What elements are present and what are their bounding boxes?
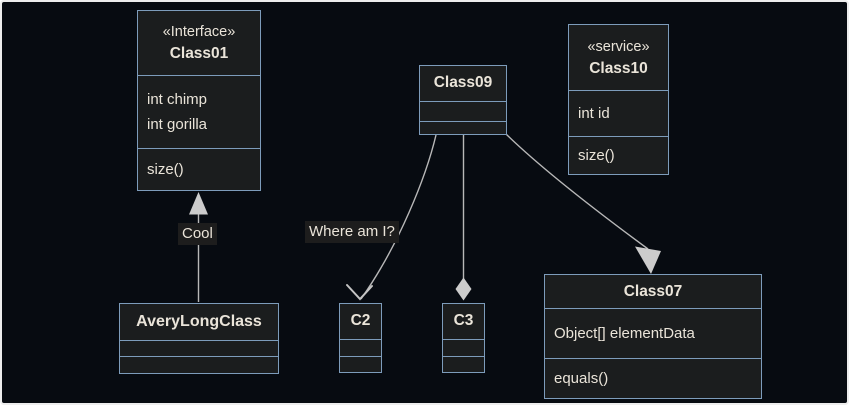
open-arrowhead-icon	[346, 284, 373, 301]
inheritance-arrowhead-icon	[189, 192, 208, 215]
class-node-c2: C2	[339, 303, 382, 373]
method: equals()	[554, 369, 609, 387]
averylongclass-header: AveryLongClass	[120, 304, 278, 340]
c3-name: C3	[453, 312, 474, 330]
class-node-c3: C3	[442, 303, 485, 373]
class10-attributes: int id	[569, 90, 668, 135]
class-node-class01: «Interface» Class01 int chimp int gorill…	[137, 10, 261, 191]
attribute: Object[] elementData	[554, 325, 695, 343]
class10-name: Class10	[589, 59, 648, 77]
class01-methods: size()	[138, 148, 260, 190]
class09-attributes	[420, 100, 506, 121]
c2-methods	[340, 356, 381, 372]
c2-header: C2	[340, 304, 381, 339]
c3-attributes	[443, 338, 484, 357]
attribute: int chimp	[147, 91, 208, 109]
averylongclass-methods	[120, 356, 278, 373]
edge-class09-c2	[360, 134, 437, 300]
class09-name: Class09	[433, 74, 493, 92]
class07-attributes: Object[] elementData	[545, 308, 761, 357]
class09-methods	[420, 121, 506, 134]
edge-class09-class07	[505, 133, 649, 250]
inheritance-arrowhead-icon	[635, 246, 661, 274]
class01-header: «Interface» Class01	[138, 11, 260, 75]
c2-attributes	[340, 338, 381, 357]
class01-stereotype: «Interface»	[162, 24, 236, 41]
class10-header: «service» Class10	[569, 25, 668, 90]
edge-label-where-am-i: Where am I?	[305, 221, 399, 243]
class09-header: Class09	[420, 66, 506, 101]
method: size()	[147, 161, 184, 179]
class07-methods: equals()	[545, 357, 761, 398]
attribute: int gorilla	[147, 116, 208, 134]
class07-header: Class07	[545, 275, 761, 308]
class-node-class10: «service» Class10 int id size()	[568, 24, 669, 175]
class10-stereotype: «service»	[587, 38, 650, 55]
class10-methods: size()	[569, 135, 668, 174]
class-node-averylongclass: AveryLongClass	[119, 303, 279, 374]
class07-name: Class07	[623, 282, 683, 300]
class-node-class09: Class09	[419, 65, 507, 135]
averylongclass-attributes	[120, 339, 278, 357]
averylongclass-name: AveryLongClass	[136, 312, 262, 330]
c3-header: C3	[443, 304, 484, 339]
method: size()	[578, 146, 615, 164]
composition-diamond-icon	[455, 277, 472, 301]
c2-name: C2	[350, 312, 371, 330]
attribute: int id	[578, 104, 610, 122]
class01-attributes: int chimp int gorilla	[138, 75, 260, 148]
c3-methods	[443, 356, 484, 372]
class-node-class07: Class07 Object[] elementData equals()	[544, 274, 762, 399]
edge-label-cool: Cool	[178, 223, 217, 245]
class01-name: Class01	[169, 45, 229, 63]
